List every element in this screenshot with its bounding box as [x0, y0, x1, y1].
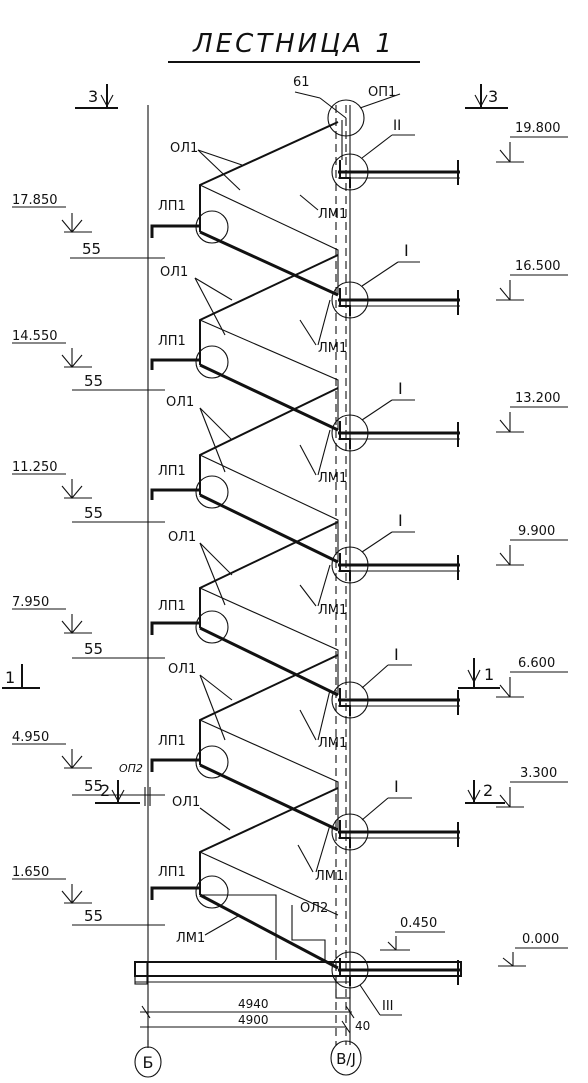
svg-text:55: 55 — [84, 640, 103, 658]
left-landings — [150, 210, 229, 909]
dimension-offset: 40 — [355, 1019, 370, 1033]
svg-text:ЛП1: ЛП1 — [158, 734, 186, 749]
stair-flights — [199, 121, 339, 970]
svg-text:ЛМ1: ЛМ1 — [318, 603, 347, 618]
svg-text:14.550: 14.550 — [12, 329, 58, 344]
section-mark-top-right: 3 — [465, 84, 508, 109]
node-1-label-e: I — [394, 777, 399, 796]
drawing-title: ЛЕСТНИЦА 1 — [192, 29, 395, 59]
svg-text:2: 2 — [483, 781, 493, 800]
svg-text:9.900: 9.900 — [518, 524, 555, 539]
node-3-label: III — [382, 999, 394, 1014]
node-1-label-c: I — [398, 511, 403, 530]
right-level-marks: 19.800 16.500 13.200 9.900 6.600 3.300 0… — [380, 121, 568, 967]
svg-text:55: 55 — [84, 777, 103, 795]
svg-text:1: 1 — [484, 665, 494, 684]
beam-labels: ОЛ1 ОЛ1 ОЛ1 ОЛ1 ОЛ1 ОЛ1 ОЛ2 — [160, 141, 328, 916]
svg-text:19.800: 19.800 — [515, 121, 561, 136]
svg-text:ОЛ1: ОЛ1 — [168, 662, 196, 677]
svg-text:ОЛ1: ОЛ1 — [160, 265, 188, 280]
svg-text:55: 55 — [82, 240, 101, 258]
svg-text:Б: Б — [143, 1053, 154, 1072]
left-level-marks: 17.850 14.550 11.250 7.950 4.950 1.650 — [12, 193, 92, 904]
section-mark-mid-left: 1 — [2, 664, 40, 689]
svg-text:55: 55 — [84, 504, 103, 522]
svg-text:1.650: 1.650 — [12, 865, 49, 880]
svg-text:13.200: 13.200 — [515, 391, 561, 406]
svg-text:1: 1 — [5, 668, 15, 687]
svg-text:3: 3 — [488, 87, 498, 106]
top-support-label: ОП1 — [368, 85, 396, 100]
svg-text:ЛМ1: ЛМ1 — [318, 207, 347, 222]
section-mark-mid-right: 1 — [458, 658, 500, 689]
svg-text:ЛМ1: ЛМ1 — [318, 736, 347, 751]
svg-text:ЛП1: ЛП1 — [158, 865, 186, 880]
svg-text:4.950: 4.950 — [12, 730, 49, 745]
node-1-label-d: I — [394, 645, 399, 664]
svg-text:ЛП1: ЛП1 — [158, 334, 186, 349]
small-plate-label: ОП2 — [119, 762, 143, 775]
svg-text:ЛМ1: ЛМ1 — [318, 471, 347, 486]
dimension-span: 4900 — [238, 1013, 269, 1027]
svg-text:55: 55 — [84, 907, 103, 925]
node-1-label-b: I — [398, 379, 403, 398]
support-beam-2-label: ОЛ2 — [300, 901, 328, 916]
svg-text:0.450: 0.450 — [400, 916, 437, 931]
svg-text:11.250: 11.250 — [12, 460, 58, 475]
top-mark-label: 61 — [293, 75, 310, 90]
dimension-total: 4940 — [238, 997, 269, 1011]
svg-text:3: 3 — [88, 87, 98, 106]
svg-text:В/Ј: В/Ј — [336, 1050, 356, 1068]
svg-text:ОЛ1: ОЛ1 — [170, 141, 198, 156]
section-mark-bottom-right: 2 — [465, 780, 505, 804]
svg-text:16.500: 16.500 — [515, 259, 561, 274]
svg-text:ЛМ1: ЛМ1 — [315, 869, 344, 884]
svg-text:17.850: 17.850 — [12, 193, 58, 208]
svg-text:ЛП1: ЛП1 — [158, 464, 186, 479]
svg-text:3.300: 3.300 — [520, 766, 557, 781]
flight-labels: ЛМ1 ЛМ1 ЛМ1 ЛМ1 ЛМ1 ЛМ1 ЛМ1 — [176, 194, 347, 946]
svg-text:ЛМ1: ЛМ1 — [176, 931, 205, 946]
axis-right: В/Ј — [330, 1040, 362, 1076]
landing-labels: ЛП1 ЛП1 ЛП1 ЛП1 ЛП1 ЛП1 — [158, 199, 186, 880]
svg-text:ОЛ1: ОЛ1 — [166, 395, 194, 410]
foundation — [134, 961, 462, 999]
section-mark-bottom-left: 2 ОП2 — [95, 762, 151, 806]
svg-text:ЛМ1: ЛМ1 — [318, 341, 347, 356]
gap-labels: 55 55 55 55 55 55 — [70, 240, 165, 926]
svg-text:0.000: 0.000 — [522, 932, 559, 947]
svg-text:ОЛ1: ОЛ1 — [172, 795, 200, 810]
axis-left: Б — [134, 1040, 162, 1078]
right-landings — [331, 153, 460, 989]
svg-text:7.950: 7.950 — [12, 595, 49, 610]
svg-text:6.600: 6.600 — [518, 656, 555, 671]
svg-text:ЛП1: ЛП1 — [158, 599, 186, 614]
svg-text:ЛП1: ЛП1 — [158, 199, 186, 214]
node-1-label-a: I — [404, 241, 409, 260]
dimensions: 4940 4900 40 — [140, 997, 370, 1034]
section-mark-top-left: 3 — [75, 84, 118, 109]
svg-text:ОЛ1: ОЛ1 — [168, 530, 196, 545]
svg-text:2: 2 — [100, 781, 110, 800]
node-2-label: II — [393, 118, 401, 134]
svg-text:55: 55 — [84, 372, 103, 390]
node-leaders: II I I I I I III — [359, 118, 420, 1016]
